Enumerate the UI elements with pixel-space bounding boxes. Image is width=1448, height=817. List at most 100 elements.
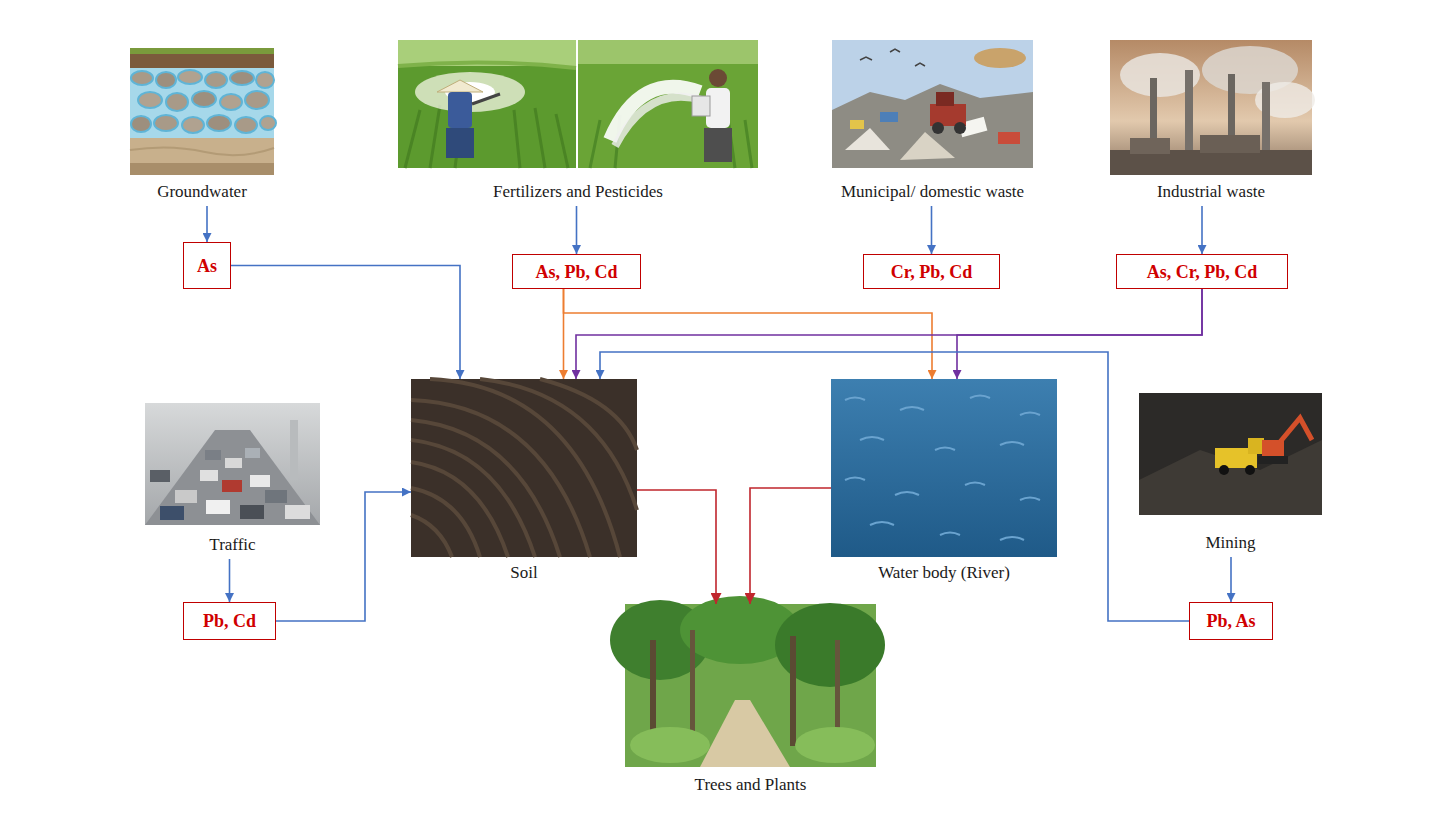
waste-picture-part [974,48,1026,68]
groundwater-picture-part [166,93,188,111]
trees-picture [610,596,885,767]
fertilizer-picture-part [405,105,568,168]
mining-picture-part [1219,465,1229,475]
traffic-picture-part [145,403,320,525]
mining-picture-part [1139,393,1322,515]
waste-picture-part [954,122,966,134]
trees-picture-part [630,727,710,763]
groundwater-picture [130,48,276,175]
mining-picture-part [1258,456,1288,464]
flow-arrow [957,289,1202,379]
picture-caption: Mining [1205,533,1255,553]
traffic-picture-part [175,490,197,503]
waste-picture-part [832,40,1033,168]
waste-picture-part [832,84,1033,168]
groundwater-picture-part [156,72,176,88]
picture-caption: Industrial waste [1157,182,1265,202]
mining-picture [1139,393,1322,515]
groundwater-picture-part [235,117,257,133]
flow-arrow [206,206,208,242]
picture-caption: Soil [510,563,537,583]
fertilizer-picture-part [398,62,576,68]
groundwater-picture-part [130,68,274,138]
metal-box: As, Cr, Pb, Cd [1116,254,1288,289]
fertilizer-picture-part [446,128,474,158]
metal-box: Pb, Cd [183,602,276,640]
traffic-picture-part [240,505,264,519]
metal-label: Pb, Cd [203,610,256,632]
groundwater-picture-part [245,91,269,109]
soil-picture-part [480,379,637,510]
traffic-picture-part [150,470,170,482]
groundwater-picture-part [130,54,274,68]
fertilizer-picture-part [448,92,472,128]
connectors [207,206,1231,621]
river-picture-part [845,396,1040,541]
metal-label: Pb, As [1206,610,1255,632]
source-picture: Groundwater [130,48,274,206]
traffic-picture-part [225,458,242,468]
flow-arrow [231,266,460,380]
fertilizer-picture-part [398,40,576,168]
traffic-picture-part [222,480,242,492]
fertilizer-picture-part [472,94,500,104]
waste-picture-part [850,120,864,129]
fertilizer-picture-part [704,128,732,162]
flow-arrow [637,490,716,604]
traffic-picture-part [160,506,184,520]
mining-picture-part [1139,440,1322,515]
groundwater-picture-part [230,71,254,85]
source-picture: Municipal/ domestic waste [832,40,1033,206]
groundwater-picture-part [131,71,153,85]
source-picture: Industrial waste [1110,40,1312,206]
picture-caption: Trees and Plants [695,775,807,795]
traffic-picture [145,403,320,525]
soil-picture-part [411,400,590,557]
picture-caption: Water body (River) [878,563,1010,583]
fertilizer-picture-part [692,96,710,116]
traffic-picture-part [200,470,218,481]
groundwater-picture-part [130,147,274,155]
groundwater-picture-part [192,91,216,107]
soil-picture [411,379,637,557]
metal-label: As, Cr, Pb, Cd [1147,261,1257,283]
fertilizer-picture-part [709,69,727,87]
source-picture: Fertilizers and Pesticides [398,40,758,206]
soil-picture-part [430,379,620,557]
industry-picture-part [1200,135,1260,153]
groundwater-picture-part [130,138,274,163]
industry-picture-part [1185,70,1193,158]
mining-picture-part [1248,438,1264,454]
river-picture-node: Water body (River) [831,379,1057,587]
mining-picture-part [1280,418,1312,442]
soil-picture-part [411,379,637,557]
groundwater-picture-part [131,116,151,132]
traffic-picture-part [290,420,298,480]
metal-label: Cr, Pb, Cd [891,261,972,283]
source-picture: Mining [1139,393,1322,557]
waste-picture-part [936,92,954,106]
groundwater-picture-part [130,48,274,54]
waste-picture-part [998,132,1020,144]
source-picture: Traffic [145,403,320,559]
picture-caption: Traffic [209,535,255,555]
groundwater-picture-part [138,92,162,108]
fertilizer-picture-part [615,97,702,146]
soil-picture-part [411,420,560,557]
traffic-picture-part [250,475,270,487]
groundwater-picture-part [130,48,274,175]
trees-picture-part [795,727,875,763]
flow-arrow [576,206,578,254]
traffic-picture-part [205,450,221,460]
river-picture-part [831,379,1057,557]
flow-arrow [750,488,831,604]
soil-picture-node: Soil [411,379,637,587]
flow-arrow [564,289,933,379]
waste-picture-part [860,49,925,66]
soil-picture-part [540,379,637,450]
groundwater-picture-part [220,94,242,110]
